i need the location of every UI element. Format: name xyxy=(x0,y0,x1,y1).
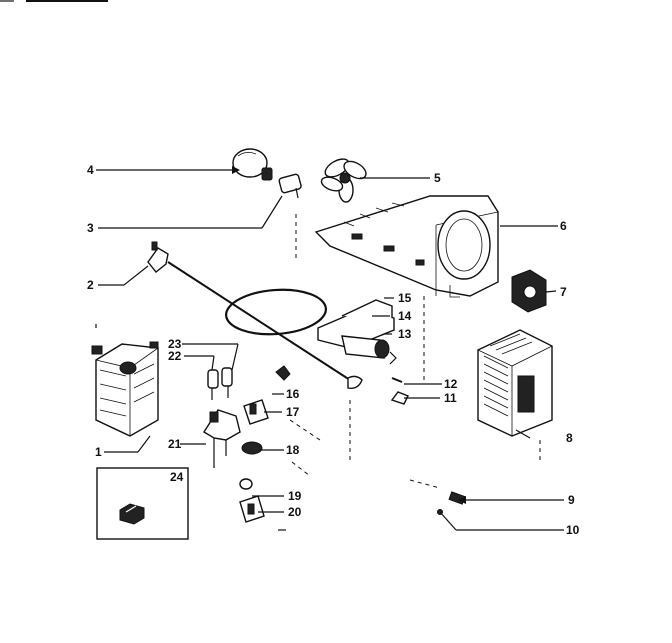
callout-5: 5 xyxy=(434,171,441,185)
part-13-diode xyxy=(389,351,397,365)
part-21-switch-bracket xyxy=(203,409,241,468)
callout-22: 22 xyxy=(168,349,182,363)
callout-15: 15 xyxy=(398,291,412,305)
assembly-lines xyxy=(289,214,541,489)
callout-12: 12 xyxy=(444,377,458,391)
part-14-capacitor xyxy=(341,335,390,359)
part-18-actuator xyxy=(241,441,263,455)
callout-3: 3 xyxy=(87,221,94,235)
callout-9: 9 xyxy=(568,493,575,507)
part-4-lamp xyxy=(232,148,273,181)
part-17-switch xyxy=(243,399,269,425)
part-6-bracket xyxy=(314,195,499,298)
callout-17: 17 xyxy=(286,405,300,419)
part-5-fan-blade xyxy=(320,158,367,203)
part-12-screw xyxy=(391,377,403,383)
part-15-capacitor-bracket xyxy=(317,299,395,349)
callout-16: 16 xyxy=(286,387,300,401)
part-19-spring xyxy=(239,478,253,490)
part-23-thermal-cutout xyxy=(207,367,233,400)
leader-lines xyxy=(96,166,564,531)
callout-18: 18 xyxy=(286,443,300,457)
part-7-fan-motor xyxy=(511,269,557,313)
callout-19: 19 xyxy=(288,489,302,503)
part-16-switch xyxy=(275,365,291,381)
part-11-clip xyxy=(390,391,409,405)
callout-11: 11 xyxy=(444,391,457,405)
callout-labels: 4 3 2 1 5 6 7 8 9 10 11 12 13 14 15 16 1… xyxy=(87,163,580,537)
callout-23: 23 xyxy=(168,337,182,351)
part-2-power-cord xyxy=(147,241,363,390)
callout-24: 24 xyxy=(170,470,184,484)
callout-4: 4 xyxy=(87,163,94,177)
callout-2: 2 xyxy=(87,278,94,292)
part-24-kit-box xyxy=(96,467,189,540)
callout-13: 13 xyxy=(398,327,412,341)
callout-14: 14 xyxy=(398,309,412,323)
callout-8: 8 xyxy=(566,431,573,445)
callout-10: 10 xyxy=(566,523,580,537)
part-1-magnetron xyxy=(91,324,159,437)
callout-1: 1 xyxy=(95,445,102,459)
callout-7: 7 xyxy=(560,285,567,299)
part-8-transformer xyxy=(477,329,553,439)
part-3-socket xyxy=(278,173,302,199)
callout-20: 20 xyxy=(288,505,302,519)
part-20-switch xyxy=(239,495,286,531)
callout-21: 21 xyxy=(168,437,182,451)
callout-6: 6 xyxy=(560,219,567,233)
